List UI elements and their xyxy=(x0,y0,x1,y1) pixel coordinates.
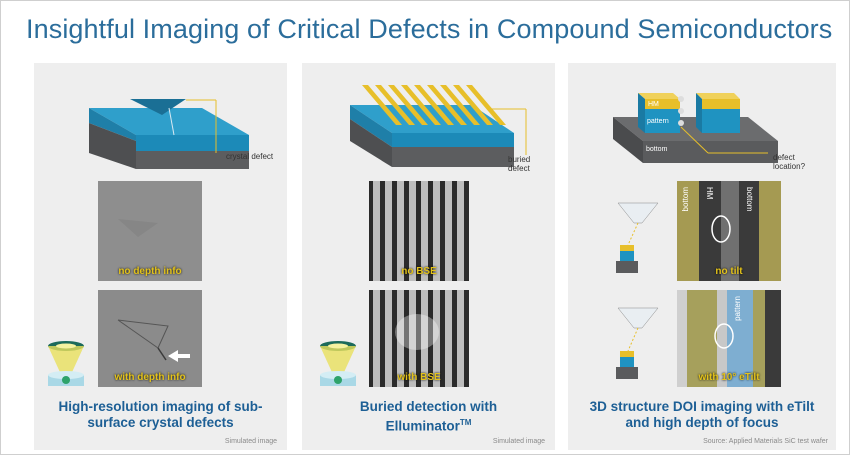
simulated-note: Simulated image xyxy=(492,438,545,445)
image-with-bse-label: with BSE xyxy=(397,372,441,383)
sem-line xyxy=(409,181,416,281)
sem-line xyxy=(397,181,404,281)
image-no-tilt-label: no tilt xyxy=(715,266,743,277)
slide-title: Insightful Imaging of Critical Defects i… xyxy=(26,14,833,44)
3d-structure-diagram xyxy=(613,93,778,163)
image-no-bse-label: no BSE xyxy=(401,266,437,277)
sem-line xyxy=(421,181,428,281)
metal-line xyxy=(388,85,428,125)
sem-line xyxy=(445,290,452,387)
caption-panel3: 3D structure DOI imaging with eTilt and … xyxy=(589,399,815,430)
crystal-defect-diagram xyxy=(89,99,249,169)
image-with-depth-label: with depth info xyxy=(114,372,186,383)
metal-line xyxy=(440,85,480,125)
sem-line xyxy=(373,290,380,387)
sem-line xyxy=(457,290,464,387)
pattern-label: pattern xyxy=(647,118,669,125)
caption-panel2: Buried detection with ElluminatorTM xyxy=(359,399,498,434)
sem-line xyxy=(457,181,464,281)
image-with-depth: with depth info xyxy=(98,290,202,387)
image-with-etilt-label: with 10° eTilt xyxy=(698,372,760,383)
sem-line xyxy=(421,290,428,387)
metal-line xyxy=(466,85,506,125)
image-no-tilt-label-left: bottom xyxy=(681,187,690,212)
bottom-label: bottom xyxy=(646,146,668,153)
detector-icon xyxy=(320,341,356,386)
image-no-tilt-label-right: bottom xyxy=(745,187,754,212)
image-no-depth-label: no depth info xyxy=(118,266,182,277)
crystal-defect-label: crystal defect xyxy=(226,152,274,161)
image-with-etilt: pattern with 10° eTilt xyxy=(677,290,781,387)
metal-line xyxy=(401,85,441,125)
image-no-tilt-label-center: HM xyxy=(705,187,714,200)
image-with-bse: with BSE xyxy=(369,290,469,387)
metal-line xyxy=(453,85,493,125)
hm-label: HM xyxy=(648,101,659,108)
sem-line xyxy=(385,181,392,281)
sem-line xyxy=(409,290,416,387)
panel-crystal-defect: crystal defect no depth info with depth … xyxy=(34,63,287,450)
beam-icon-no-tilt xyxy=(616,202,659,273)
panel-3d-structure: HM pattern bottom defect location? botto… xyxy=(568,63,836,450)
buried-defect-label: buried defect xyxy=(508,155,531,173)
sem-line xyxy=(433,181,440,281)
metal-line xyxy=(427,85,467,125)
arrow-icon xyxy=(168,350,190,362)
metal-line xyxy=(362,85,402,125)
beam-icon-etilt xyxy=(616,307,659,379)
sem-line xyxy=(433,290,440,387)
defect-location-label: defect location? xyxy=(773,153,806,171)
image-etilt-pattern-label: pattern xyxy=(733,296,742,321)
detector-icon xyxy=(48,341,84,386)
metal-line xyxy=(414,85,454,125)
image-no-depth: no depth info xyxy=(98,181,202,281)
image-no-tilt: bottom HM bottom no tilt xyxy=(677,181,781,281)
sem-line xyxy=(385,290,392,387)
buried-defect-diagram xyxy=(350,85,527,167)
image-no-bse: no BSE xyxy=(369,181,469,281)
simulated-note: Simulated image xyxy=(224,438,277,445)
caption-panel1: High-resolution imaging of sub- surface … xyxy=(58,399,263,430)
source-note: Source: Applied Materials SiC test wafer xyxy=(703,438,828,445)
sem-line xyxy=(445,181,452,281)
panel-buried-defect: buried defect no BSE with BSE Buried det… xyxy=(302,63,555,450)
sem-line xyxy=(373,181,380,281)
buried-defect-highlight xyxy=(395,314,439,350)
sem-line xyxy=(397,290,404,387)
metal-line xyxy=(375,85,415,125)
